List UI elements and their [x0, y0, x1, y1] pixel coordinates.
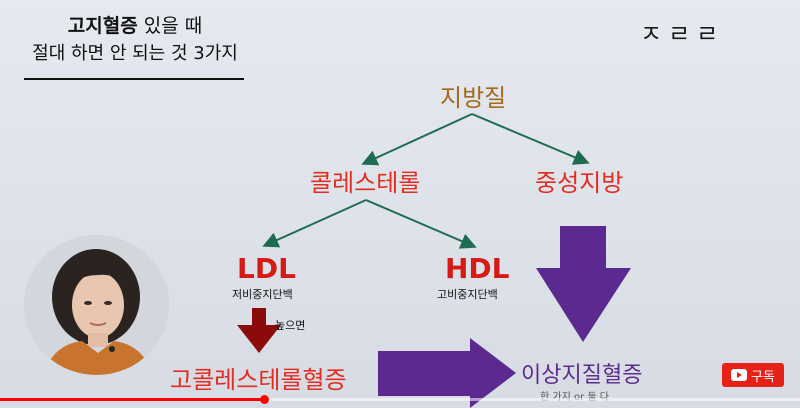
either-note: 한 가지 or 둘 다 [540, 388, 609, 403]
title-underline [24, 78, 244, 80]
presenter-avatar [24, 235, 169, 375]
arrow-triglyceride-down [536, 226, 631, 342]
title-line-2: 절대 하면 안 되는 것 3가지 [32, 43, 238, 64]
arrow-ldl-high [237, 308, 281, 353]
presenter-video [24, 235, 169, 375]
node-hdl-subtitle: 고비중지단백 [437, 288, 498, 301]
progress-played [0, 398, 264, 401]
arrow-chol-to-hdl [365, 199, 477, 249]
arrow-chol-to-ldl [262, 199, 367, 248]
youtube-play-icon [731, 369, 748, 381]
high-note-label: 높으면 [275, 319, 306, 332]
node-hdl: HDL [445, 252, 510, 285]
node-cholesterol: 콜레스테롤 [310, 169, 421, 197]
arrow-to-dyslipidemia [378, 338, 516, 408]
node-ldl: LDL [237, 252, 296, 285]
node-hypercholesterolemia: 고콜레스테롤혈증 [170, 366, 347, 394]
subscribe-label: 구독 [751, 369, 775, 385]
title-keyword: 고지혈증 [67, 15, 138, 37]
node-triglyceride: 중성지방 [535, 169, 624, 197]
subscribe-button[interactable]: 구독 [722, 363, 784, 387]
title-rest: 있을 때 [137, 15, 203, 37]
title-line-1: 고지혈증 있을 때 [0, 12, 270, 40]
node-dyslipidemia: 이상지질혈증 [521, 363, 643, 388]
node-fat: 지방질 [440, 84, 507, 112]
arrow-fat-to-triglyceride [471, 113, 590, 165]
video-title: 고지혈증 있을 때 절대 하면 안 되는 것 3가지 [0, 12, 270, 68]
video-progress-bar[interactable] [0, 395, 800, 404]
progress-scrubber[interactable] [260, 395, 269, 404]
channel-logo: ㅈㄹㄹ [640, 20, 725, 48]
arrow-fat-to-cholesterol [361, 113, 473, 166]
node-ldl-subtitle: 저비중지단백 [232, 288, 293, 301]
